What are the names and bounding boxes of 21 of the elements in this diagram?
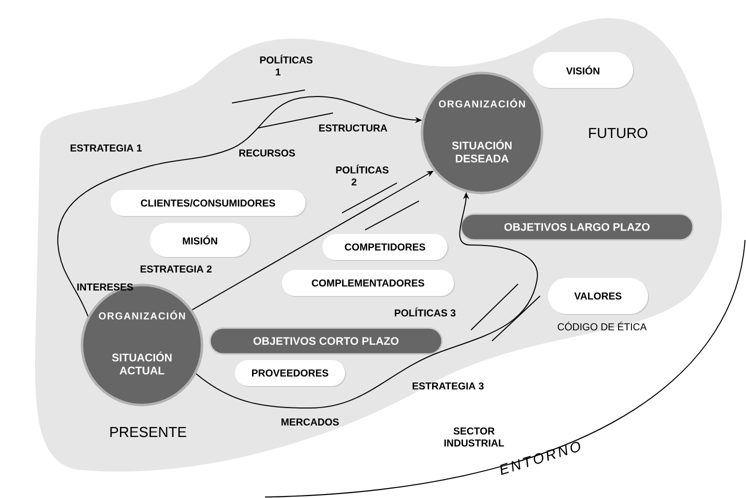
label-text: POLÍTICAS 3 (394, 308, 456, 316)
label-pill: PROVEEDORES (235, 360, 346, 387)
caption-text: CÓDIGO DE ÉTICA (558, 322, 647, 330)
caption-text: PRESENTE (110, 426, 186, 438)
objective-banner: OBJETIVOS CORTO PLAZO (209, 327, 443, 355)
label-pill: VALORES (548, 278, 649, 315)
objective-banner: OBJETIVOS LARGO PLAZO (460, 213, 694, 241)
label-pill: MISIÓN (150, 223, 251, 258)
edge-label: ESTRATEGIA 3 (412, 382, 484, 390)
label-text: POLÍTICAS 1 (260, 54, 312, 76)
label-text: POLÍTICAS 2 (336, 164, 388, 186)
label-text: ESTRUCTURA (319, 124, 388, 132)
label-pill: COMPLEMENTADORES (282, 270, 455, 297)
edge-label: ESTRATEGIA 2 (140, 265, 212, 273)
label-text: MERCADOS (282, 418, 339, 426)
edge-label: ESTRATEGIA 1 (70, 144, 142, 152)
label-text: RECURSOS (239, 149, 295, 157)
label-pill: CLIENTES/CONSUMIDORES (110, 190, 306, 217)
label-pill: COMPETIDORES (322, 234, 448, 261)
caption-text: FUTURO (589, 128, 648, 138)
label-pill: VISIÓN (533, 52, 634, 89)
